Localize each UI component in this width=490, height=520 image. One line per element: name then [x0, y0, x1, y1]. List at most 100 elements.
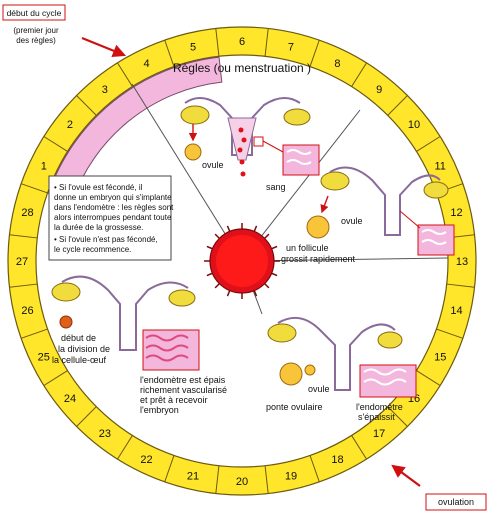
day-tick	[264, 465, 269, 494]
note-line-3: dans l'endomètre : les règles sont	[54, 203, 174, 212]
follicle-text-2: grossit rapidement	[281, 254, 356, 264]
ovulation-label: ovulation	[438, 497, 474, 507]
day-number: 12	[450, 207, 462, 219]
note-line-1: • Si l'ovule est fécondé, il	[54, 183, 143, 192]
day-number: 27	[16, 256, 28, 268]
note-line-4: alors interrompues pendant toute	[54, 213, 172, 222]
day-tick	[76, 406, 97, 427]
start-arrow	[81, 36, 127, 57]
day-tick	[387, 95, 408, 116]
day-number: 25	[38, 351, 50, 363]
ovule-ovulation-label: ovule	[308, 384, 330, 394]
sang-label: sang	[266, 182, 286, 192]
ovary-left-left	[51, 282, 81, 302]
start-sub-2: des règles)	[16, 36, 56, 45]
day-number: 9	[376, 84, 382, 96]
day-tick	[215, 28, 220, 57]
day-tick	[43, 370, 68, 386]
note-line-7: le cycle recommence.	[54, 245, 131, 254]
day-number: 8	[334, 58, 340, 70]
cycle-start-callout: début du cycle (premier jour des règles)	[2, 4, 127, 57]
ovule-follicle	[306, 215, 330, 239]
ovary-ovul-right	[377, 331, 403, 349]
endometrium-zoom-follicle	[417, 224, 455, 256]
ovule-top-label: ovule	[202, 160, 224, 170]
start-sub-1: (premier jour	[13, 26, 59, 35]
day-number: 26	[21, 305, 33, 317]
ovary-left-right	[168, 289, 196, 307]
panel-menstruation: ovule sang	[180, 97, 320, 192]
ovulation-callout: ovulation	[391, 464, 487, 511]
day-number: 10	[408, 119, 420, 131]
day-tick	[309, 39, 320, 67]
blood-drops	[237, 127, 247, 177]
ovary-right-right	[423, 181, 449, 199]
day-tick	[351, 62, 367, 87]
ovary-right-left	[320, 171, 350, 191]
day-tick	[264, 28, 269, 57]
day-number: 11	[435, 161, 446, 173]
panel-implantation: début de la division de la cellule-œuf l…	[51, 275, 227, 415]
endo-ovulation-2: s'épaissit	[358, 412, 395, 422]
day-tick	[436, 328, 464, 339]
day-number: 14	[450, 305, 462, 317]
endo-left-4: l'embryon	[140, 405, 179, 415]
division-1: début de	[61, 333, 96, 343]
ovule-top	[184, 143, 202, 161]
menstruation-label: Règles (ou menstruation )	[173, 61, 311, 75]
day-number: 6	[239, 36, 245, 48]
day-tick	[215, 465, 220, 494]
day-tick	[351, 435, 367, 460]
ovary-top-left	[180, 105, 210, 125]
day-number: 23	[99, 428, 111, 440]
day-tick	[387, 406, 408, 427]
day-tick	[416, 136, 441, 152]
day-number: 20	[236, 476, 248, 488]
egg-cell	[59, 315, 73, 329]
day-tick	[20, 183, 48, 194]
panel-ovulation: ovule ponte ovulaire l'endomètre s'épais…	[266, 316, 417, 422]
day-number: 2	[67, 119, 73, 131]
ovary-top-right	[283, 108, 311, 126]
follicle-text-1: un follicule	[286, 243, 329, 253]
ovulation-arrow	[391, 464, 421, 487]
day-number: 24	[64, 393, 76, 405]
ovule-ovulation	[279, 362, 303, 386]
day-tick	[43, 136, 68, 152]
endo-ovulation-1: l'endomètre	[356, 402, 403, 412]
ovule-follicle-label: ovule	[341, 216, 363, 226]
endometrium-zoom-top	[282, 144, 320, 176]
ovary-ovul-left	[267, 323, 297, 343]
day-number: 1	[41, 161, 47, 173]
day-number: 7	[288, 42, 294, 54]
day-tick	[117, 435, 133, 460]
fertilization-note: • Si l'ovule est fécondé, il donne un em…	[48, 175, 174, 261]
day-tick	[9, 283, 38, 288]
day-number: 15	[434, 351, 446, 363]
division-2: la division de	[58, 344, 110, 354]
day-tick	[416, 370, 441, 386]
start-label: début du cycle	[7, 8, 62, 18]
day-number: 13	[456, 256, 468, 268]
note-line-2: donne un embryon qui s'implante	[54, 193, 172, 202]
day-number: 28	[21, 207, 33, 219]
panel-follicle: ovule un follicule grossit rapidement	[281, 166, 455, 264]
ponte-label: ponte ovulaire	[266, 402, 323, 412]
day-number: 21	[187, 470, 199, 482]
division-3: la cellule-œuf	[52, 355, 107, 365]
day-number: 17	[373, 428, 385, 440]
day-tick	[117, 62, 133, 87]
day-tick	[446, 283, 475, 288]
endo-left-2: richement vascularisé	[140, 385, 227, 395]
central-disc	[204, 223, 280, 299]
day-number: 18	[331, 454, 343, 466]
day-tick	[164, 455, 175, 483]
day-tick	[9, 234, 38, 239]
day-tick	[164, 39, 175, 67]
day-number: 5	[190, 42, 196, 54]
day-number: 3	[102, 84, 108, 96]
endo-left-1: l'endomètre est épais	[140, 375, 226, 385]
endo-left-3: et prêt à recevoir	[140, 395, 208, 405]
note-line-5: la durée de la grossesse.	[54, 223, 143, 232]
